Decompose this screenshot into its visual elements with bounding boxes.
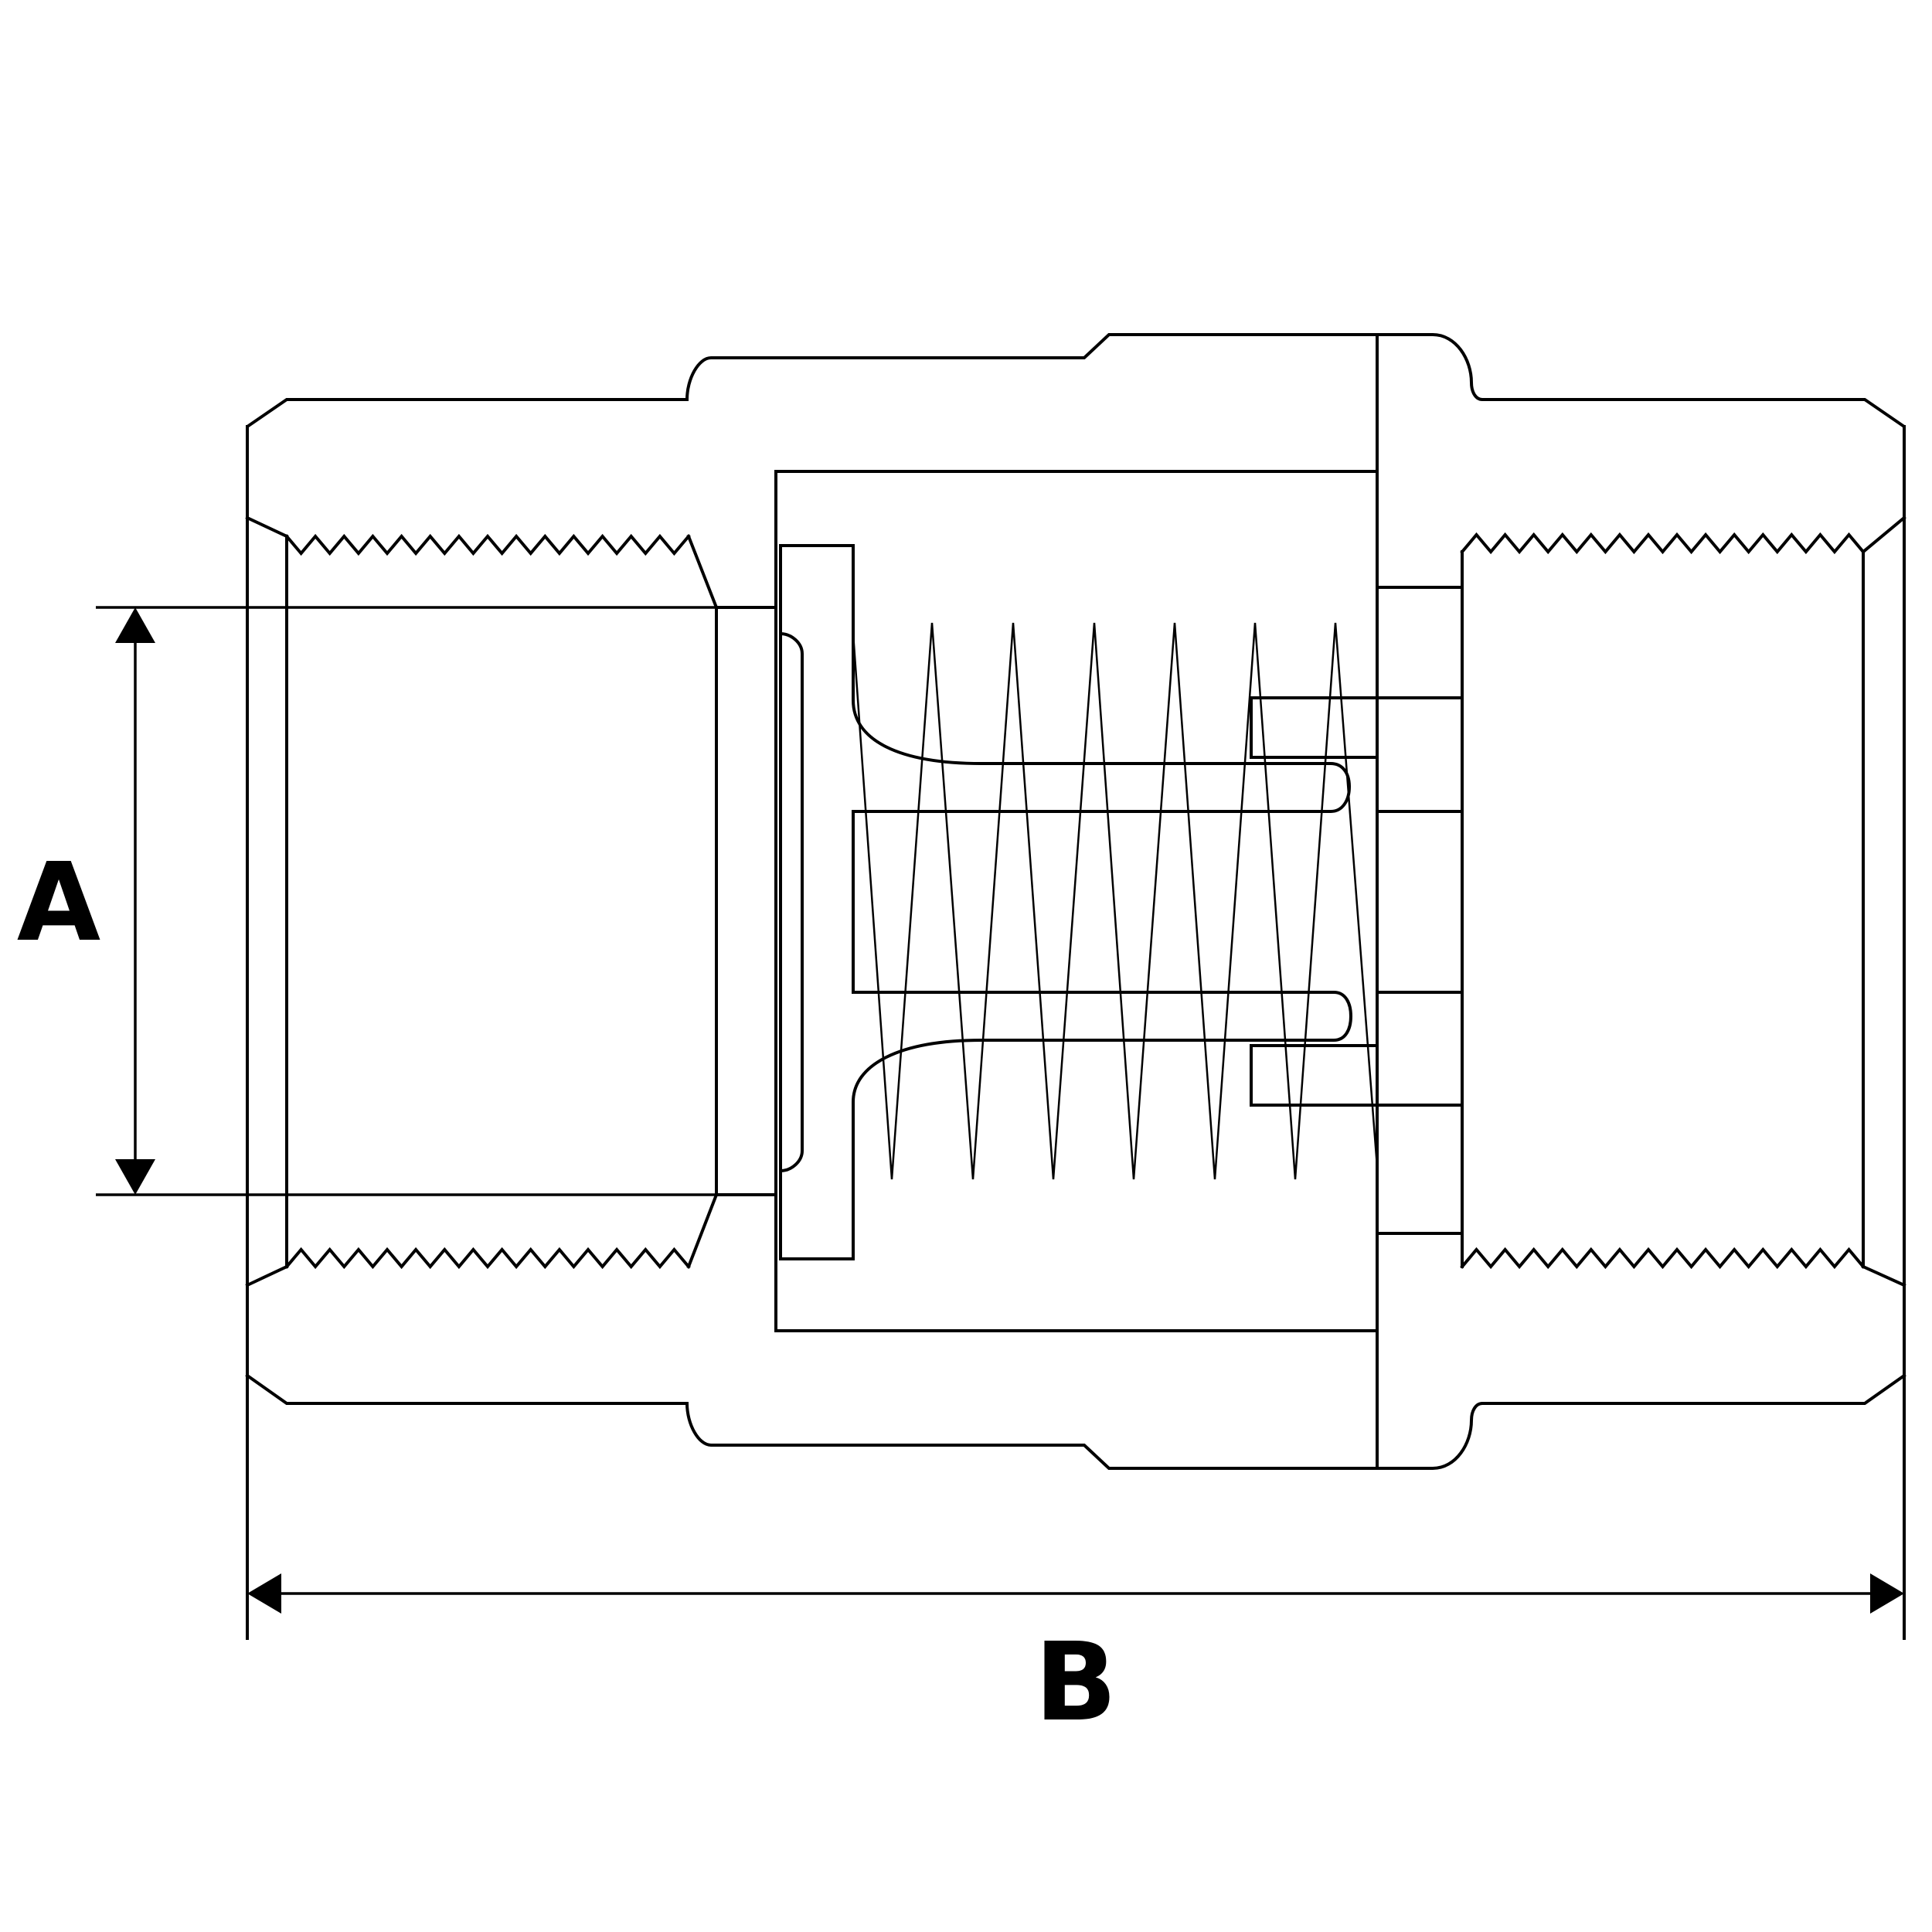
dim-b-label: B — [1035, 1620, 1117, 1746]
right-chamfer-bottom — [1861, 1264, 1906, 1287]
left-port — [245, 515, 777, 1287]
left-thread-end-top — [686, 534, 719, 610]
dim-a-arrow-bottom — [115, 1159, 155, 1195]
right-thread-bottom — [1460, 1247, 1866, 1270]
left-chamfer-top — [245, 515, 289, 539]
left-thread-end-bottom — [686, 1192, 719, 1269]
left-chamfer-bottom — [245, 1264, 289, 1287]
dim-a-arrow-top — [115, 607, 155, 643]
dim-b-arrow-left — [247, 1573, 281, 1614]
body-top-profile — [246, 333, 1906, 519]
right-chamfer-top — [1861, 515, 1906, 554]
right-port — [1460, 515, 1906, 1287]
left-thread-top — [284, 533, 691, 556]
dim-a-label: A — [17, 840, 100, 966]
valve-internals — [774, 470, 1464, 1332]
poppet-seal — [778, 631, 804, 1173]
cavity-housing — [774, 470, 1379, 1332]
compression-spring — [852, 622, 1379, 1180]
poppet-disc — [778, 544, 1353, 1260]
dim-b-arrow-right — [1870, 1573, 1904, 1614]
guide-upper — [1250, 586, 1464, 1235]
dimension-a: A — [17, 606, 716, 1196]
left-thread-bottom — [284, 1247, 691, 1270]
right-thread-top — [1460, 532, 1866, 555]
dimension-b: B — [247, 1573, 1904, 1746]
valve-body-outline — [245, 333, 1906, 1640]
body-bottom-profile — [245, 1373, 1906, 1470]
poppet-face — [779, 544, 1353, 1260]
